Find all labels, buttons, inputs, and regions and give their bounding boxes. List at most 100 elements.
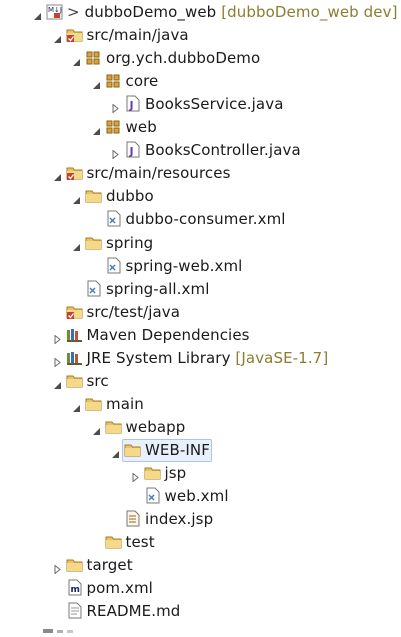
tree-item-spring-all-xml[interactable]: spring-all.xml	[0, 278, 401, 301]
tree-item-label: src/main/java	[87, 25, 189, 45]
tree-item-text: dubbo	[106, 187, 154, 206]
tree-item-text: dubbo-consumer.xml	[125, 210, 286, 229]
collapsed-arrow-icon[interactable]	[53, 560, 62, 575]
tree-item-label: test	[126, 532, 155, 552]
tree-item-dubbodemo-web[interactable]: M↓J >dubboDemo_web [dubboDemo_web dev]	[0, 1, 401, 24]
tree-item-text: WEB-INF	[145, 440, 210, 459]
folder-icon	[85, 187, 102, 204]
tree-item-web-xml[interactable]: web.xml	[0, 485, 401, 508]
tree-item-src[interactable]: src	[0, 370, 401, 393]
folder-icon	[66, 372, 83, 389]
dirty-marker: >	[67, 3, 80, 21]
collapsed-arrow-icon[interactable]	[131, 468, 140, 483]
tree-item-jsp[interactable]: jsp	[0, 462, 401, 485]
collapsed-arrow-icon[interactable]	[111, 145, 120, 160]
tree-item-src-test-java[interactable]: src/test/java	[0, 301, 401, 324]
expanded-arrow-icon[interactable]	[92, 122, 101, 136]
tree-item-text: spring-web.xml	[125, 256, 243, 275]
folder-icon	[105, 418, 122, 435]
tree-item-label: index.jsp	[145, 509, 213, 529]
tree-item-label: >dubboDemo_web [dubboDemo_web dev]	[67, 2, 398, 22]
expanded-arrow-icon[interactable]	[53, 376, 62, 389]
tree-item-label: spring	[106, 233, 153, 253]
folder-icon	[66, 556, 83, 573]
tree-item-text: dubboDemo_web	[84, 3, 217, 21]
expanded-arrow-icon[interactable]	[92, 76, 101, 90]
package-icon	[105, 118, 122, 135]
tree-item-text: webapp	[125, 417, 186, 436]
tree-item-src-main-java[interactable]: src/main/java	[0, 24, 401, 47]
tree-item-readme-md[interactable]: README.md	[0, 600, 401, 623]
tree-item-text: src/test/java	[86, 302, 181, 321]
tree-item-label: jsp	[165, 463, 187, 483]
label-decoration: [dubboDemo_web dev]	[221, 3, 398, 21]
tree-item-target[interactable]: target	[0, 554, 401, 577]
expanded-arrow-icon[interactable]	[53, 168, 62, 182]
library-icon	[66, 326, 83, 343]
collapsed-arrow-icon[interactable]	[111, 99, 120, 114]
tree-item-label: core	[126, 71, 159, 91]
collapsed-arrow-icon[interactable]	[53, 353, 62, 368]
tree-item-text: spring	[106, 233, 154, 252]
svg-text:M↓J: M↓J	[48, 6, 62, 14]
tree-item-label: target	[87, 555, 133, 575]
java-file-icon: J	[124, 141, 141, 158]
expanded-arrow-icon[interactable]	[53, 30, 62, 44]
xml-file-icon	[105, 210, 122, 227]
tree-item-spring-web-xml[interactable]: spring-web.xml	[0, 255, 401, 278]
jsp-file-icon	[124, 510, 141, 527]
source-folder-icon	[66, 26, 83, 43]
tree-item-webapp[interactable]: webapp	[0, 416, 401, 439]
tree-item-main[interactable]: main	[0, 393, 401, 416]
expanded-arrow-icon[interactable]	[72, 399, 81, 412]
expanded-arrow-icon[interactable]	[33, 7, 42, 20]
tree-item-label: src/main/resources	[87, 163, 231, 183]
tree-item-text: JRE System Library	[86, 348, 231, 367]
tree-item-label: pom.xml	[87, 578, 153, 598]
tree-item-dubbo-consumer-xml[interactable]: dubbo-consumer.xml	[0, 208, 401, 231]
expanded-arrow-icon[interactable]	[111, 445, 120, 458]
package-icon	[105, 72, 122, 89]
tree-item-core[interactable]: core	[0, 70, 401, 93]
source-folder-icon	[66, 303, 83, 320]
expanded-arrow-icon[interactable]	[92, 422, 101, 435]
svg-text:J: J	[129, 99, 134, 112]
folder-icon	[105, 533, 122, 550]
tree-item-org-ych-dubbodemo[interactable]: org.ych.dubboDemo	[0, 47, 401, 70]
tree-item-dubbo[interactable]: dubbo	[0, 185, 401, 208]
tree-item-spring[interactable]: spring	[0, 232, 401, 255]
xml-file-icon	[85, 280, 102, 297]
tree-item-test[interactable]: test	[0, 531, 401, 554]
resource-folder-icon	[66, 164, 83, 181]
tree-item-text: src/main/resources	[86, 164, 231, 183]
expanded-arrow-icon[interactable]	[72, 191, 81, 205]
tree-item-index-jsp[interactable]: index.jsp	[0, 508, 401, 531]
tree-item-label: web	[126, 117, 157, 137]
tree-item-text: org.ych.dubboDemo	[106, 49, 261, 68]
tree-item-label: README.md	[87, 601, 181, 621]
expanded-arrow-icon[interactable]	[72, 53, 81, 67]
collapsed-arrow-icon[interactable]	[53, 330, 62, 345]
tree-item-label: webapp	[126, 417, 186, 437]
tree-item-jre-system-library[interactable]: JRE System Library [JavaSE-1.7]	[0, 347, 401, 370]
tree-item-src-main-resources[interactable]: src/main/resources	[0, 162, 401, 185]
tree-item-web[interactable]: web	[0, 116, 401, 139]
label-decoration: [JavaSE-1.7]	[235, 348, 329, 367]
tree-item-label: src	[87, 371, 109, 391]
tree-item-maven-dependencies[interactable]: Maven Dependencies	[0, 324, 401, 347]
tree-item-label: web.xml	[165, 486, 229, 506]
tree-item-web-inf[interactable]: WEB-INF	[0, 438, 401, 462]
tree-item-label: Maven Dependencies	[87, 325, 250, 345]
tree-item-label: main	[106, 394, 144, 414]
selection-highlight	[122, 438, 212, 462]
expanded-arrow-icon[interactable]	[72, 238, 81, 251]
xml-file-icon	[144, 487, 161, 504]
tree-item-text: main	[106, 394, 144, 413]
folder-icon	[144, 464, 161, 481]
tree-item-label: WEB-INF	[145, 440, 210, 460]
tree-item-text: spring-all.xml	[106, 279, 210, 298]
tree-item-text: README.md	[86, 602, 181, 621]
